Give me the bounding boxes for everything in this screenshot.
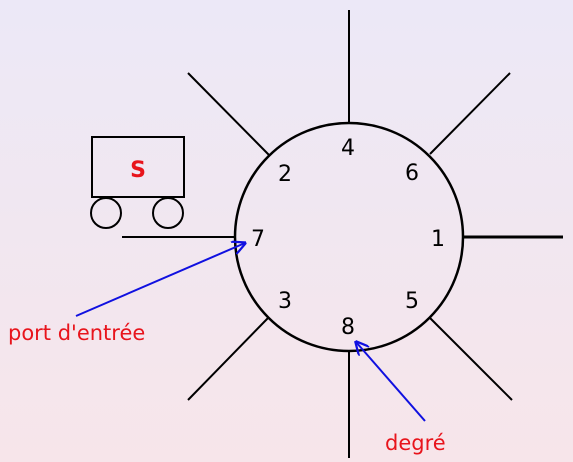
degree-arrow xyxy=(356,342,426,422)
entry-port-arrow xyxy=(75,243,245,317)
port-label-3: 3 xyxy=(278,289,292,314)
track-bottom-right xyxy=(429,317,513,401)
degree-label: degré xyxy=(385,431,446,455)
track-bottom-left xyxy=(187,317,269,401)
port-label-4: 4 xyxy=(341,136,355,161)
port-label-7: 7 xyxy=(251,227,265,252)
port-label-6: 6 xyxy=(405,161,419,186)
wagon-wheel-right xyxy=(152,197,184,229)
port-label-2: 2 xyxy=(278,162,292,187)
turntable-circle xyxy=(233,121,465,353)
entry-port-label: port d'entrée xyxy=(8,321,145,345)
track-top-left xyxy=(187,72,270,156)
port-label-1: 1 xyxy=(431,227,445,252)
track-top-right xyxy=(429,72,511,155)
port-label-8: 8 xyxy=(341,315,355,340)
wagon: S xyxy=(90,136,185,229)
wagon-wheel-left xyxy=(90,197,122,229)
wagon-body xyxy=(91,136,185,198)
port-label-5: 5 xyxy=(405,289,419,314)
wagon-label: S xyxy=(130,158,146,183)
